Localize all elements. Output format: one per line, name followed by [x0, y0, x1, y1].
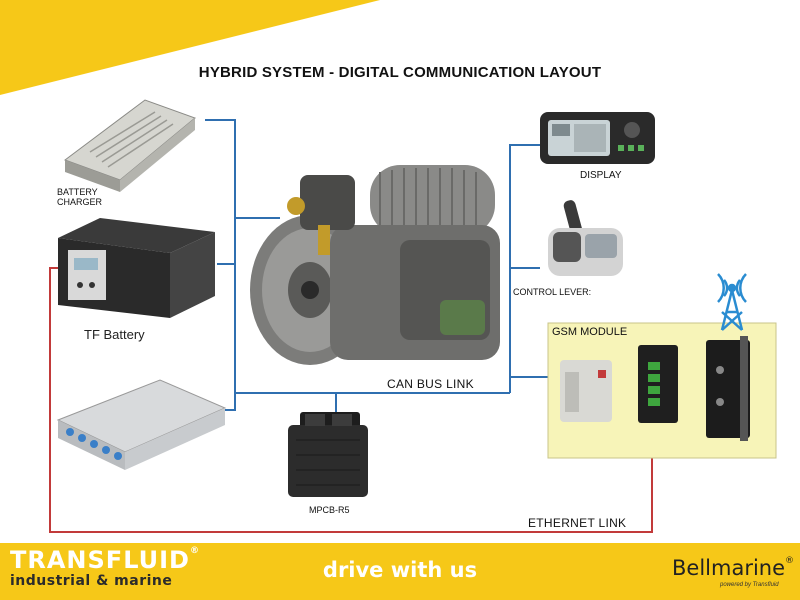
brand-subtitle: industrial & marine: [10, 573, 173, 589]
diagram-title: HYBRID SYSTEM - DIGITAL COMMUNICATION LA…: [198, 64, 602, 81]
control-lever-image: [548, 200, 623, 276]
transfluid-logo: TRANSFLUID®: [10, 546, 200, 574]
tf-battery-label: TF Battery: [84, 327, 145, 342]
battery-charger-image: [63, 99, 196, 192]
tf-battery-image: [58, 218, 215, 318]
ethernet-main: [49, 267, 653, 533]
ethernet-link-label: ETHERNET LINK: [528, 516, 627, 530]
tagline: drive with us: [322, 558, 478, 582]
footer-bar: [0, 543, 800, 600]
mpcb-label: MPCB-R5: [309, 505, 350, 515]
antenna-tower-icon: [717, 273, 747, 331]
can-bus-link-label: CAN BUS LINK: [387, 377, 474, 391]
hybrid-motor-image: [250, 165, 500, 365]
gsm-device-switch: [638, 345, 678, 423]
bellmarine-subtitle: powered by Transfluid: [720, 582, 779, 588]
gsm-device-modem: [560, 360, 612, 422]
mpcb-image: [288, 412, 368, 497]
brand-name: TRANSFLUID: [10, 546, 190, 574]
inverter-image: [56, 379, 227, 470]
battery-charger-label: BATTERY CHARGER: [57, 187, 103, 207]
bellmarine-logo: Bellmarine®: [672, 556, 795, 580]
corner-wedge: [0, 0, 380, 95]
right-bus-line: [509, 144, 540, 393]
partner-name: Bellmarine: [672, 556, 786, 580]
control-lever-label: CONTROL LEVER:: [513, 287, 592, 297]
gsm-device-router: [706, 336, 750, 441]
gsm-module-label: GSM MODULE: [552, 326, 628, 338]
display-image: [540, 112, 655, 164]
display-label: DISPLAY: [580, 170, 622, 181]
